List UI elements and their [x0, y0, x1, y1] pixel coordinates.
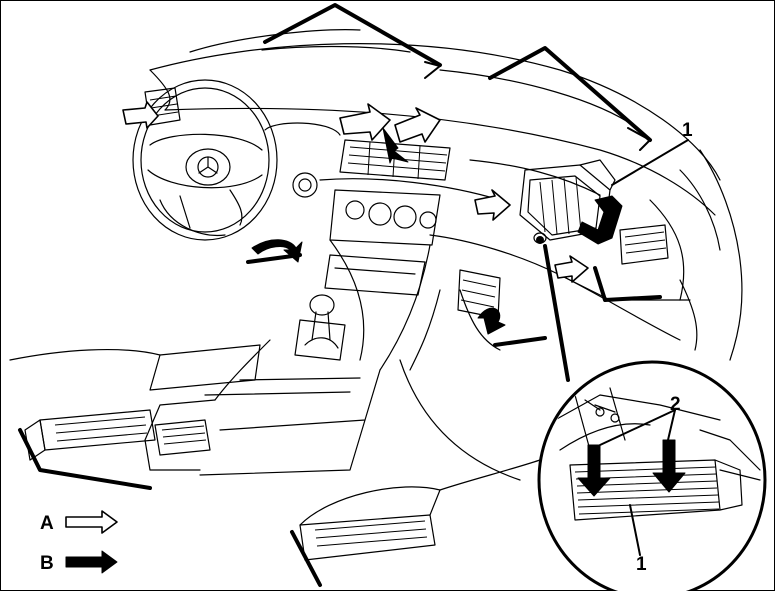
callout-1-label: 1	[682, 120, 693, 141]
left-footwell-vent	[18, 344, 261, 490]
rear-console-vent	[154, 419, 211, 456]
right-side-vent	[554, 224, 669, 302]
legend: A B	[40, 510, 118, 574]
legend-a-outline-arrow	[65, 510, 118, 534]
legend-a-label: A	[40, 513, 54, 534]
gear-shifter	[294, 294, 346, 361]
callout-2-label: 2	[670, 394, 681, 415]
filter-detail-view: 2 1	[537, 360, 767, 596]
left-lower-airflow	[246, 239, 303, 264]
passenger-lower-vent	[457, 189, 547, 347]
legend-b-solid-arrow	[65, 550, 118, 574]
left-side-vent	[122, 87, 181, 129]
center-tunnel	[144, 239, 431, 476]
callout-1b-label: 1	[636, 554, 647, 575]
steering-wheel	[132, 79, 278, 241]
dust-filter-housing	[519, 159, 623, 245]
defroster-airflow-lines	[263, 3, 652, 151]
dashboard-outline	[149, 29, 743, 361]
rear-footwell-vent	[290, 459, 541, 587]
legend-b-label: B	[40, 553, 54, 574]
detail-leader	[536, 236, 570, 382]
center-vents	[339, 103, 451, 181]
floor-outline	[9, 289, 521, 481]
center-console-controls	[324, 189, 441, 296]
instrument-cluster	[264, 122, 341, 198]
callout-1-leader: 1	[611, 120, 693, 186]
